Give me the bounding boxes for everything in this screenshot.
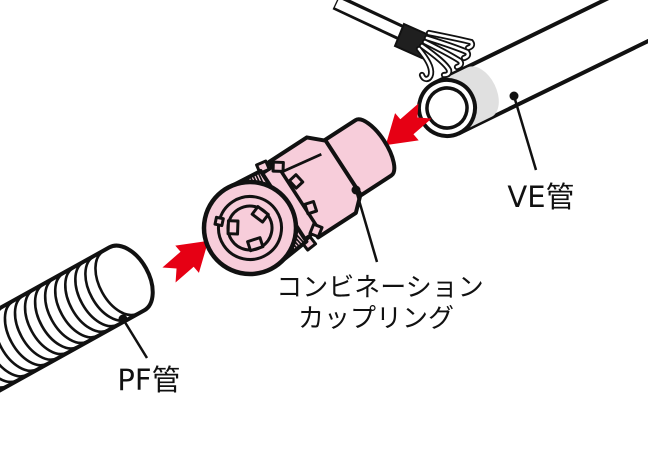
pf-pipe-label: PF管 bbox=[117, 363, 180, 397]
pf-pipe bbox=[0, 243, 155, 451]
pf-pipe-ridges bbox=[0, 250, 139, 389]
coupling-sleeve bbox=[307, 117, 397, 208]
pf-leader-line bbox=[121, 318, 149, 359]
ve-leader-line bbox=[512, 95, 538, 171]
ve-pipe-opening-inner bbox=[425, 86, 469, 130]
coupling-leader-line bbox=[354, 189, 379, 263]
coupling-hex-nut-ridge bbox=[279, 152, 322, 175]
coupling-leader-dot bbox=[351, 185, 361, 195]
coupling-label-line1: コンビネーション bbox=[276, 273, 483, 303]
ve-pipe bbox=[417, 0, 648, 138]
arrow-shape bbox=[385, 103, 432, 146]
combination-coupling bbox=[201, 117, 397, 277]
leaders bbox=[118, 91, 538, 359]
cable-core bbox=[334, 0, 410, 41]
arrow-pf-to-coupling bbox=[162, 240, 209, 283]
pf-leader-dot bbox=[118, 314, 128, 324]
arrow-shape bbox=[162, 240, 209, 283]
ve-leader-dot bbox=[509, 91, 519, 101]
cable-and-wires bbox=[332, 0, 476, 83]
ve-pipe-label: VE管 bbox=[507, 180, 574, 214]
coupling-bayonet-tabs bbox=[213, 205, 270, 253]
coupling-label-line2: カップリング bbox=[298, 304, 454, 334]
arrow-ve-to-coupling bbox=[385, 103, 432, 146]
wire-fan bbox=[415, 29, 476, 83]
